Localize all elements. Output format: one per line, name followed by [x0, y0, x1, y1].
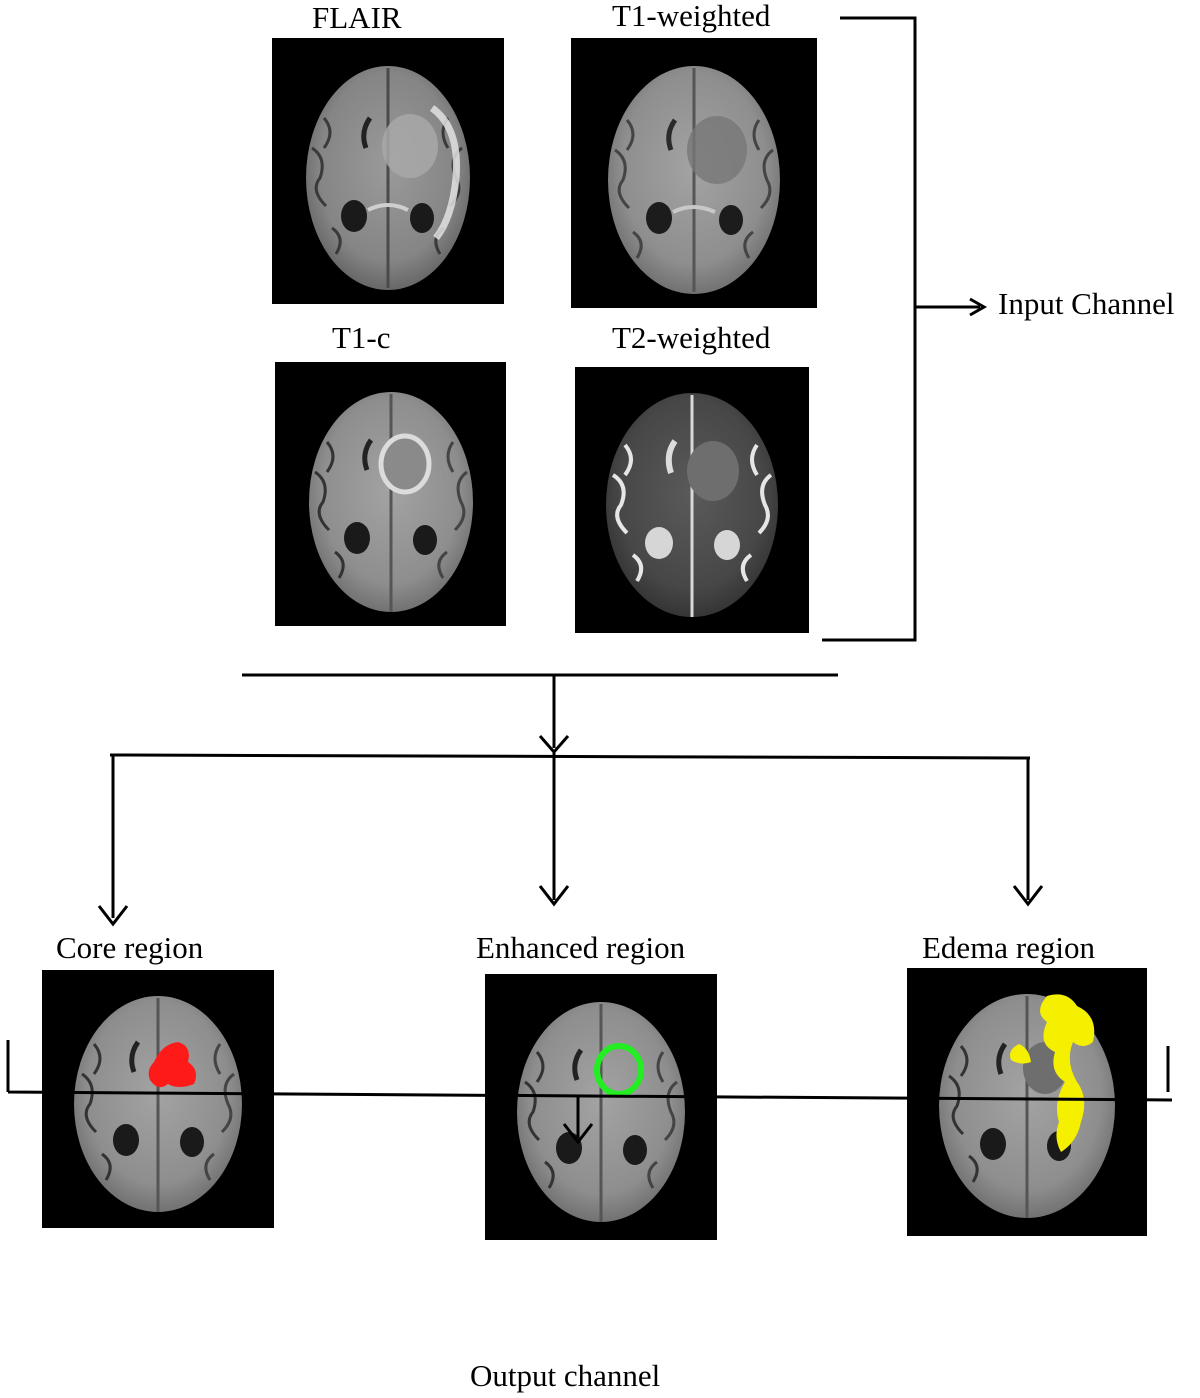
core-overlay — [148, 1042, 196, 1088]
flair-image — [272, 38, 504, 304]
brain-core-region-icon — [74, 996, 242, 1212]
label-input-channel: Input Channel — [998, 286, 1175, 321]
brain-t2-weighted-icon — [606, 393, 778, 617]
output-bracket — [6, 1040, 1173, 1102]
enhanced-overlay — [594, 1043, 644, 1097]
core-region-image — [42, 970, 274, 1228]
label-edema-region: Edema region — [922, 930, 1096, 965]
brain-edema-region-icon — [939, 994, 1115, 1218]
label-t1-weighted: T1-weighted — [612, 0, 771, 33]
brain-enhanced-region-icon — [517, 1002, 685, 1222]
input-bracket — [822, 16, 917, 642]
edema-overlay — [1010, 994, 1095, 1152]
edema-region-image — [907, 968, 1147, 1236]
label-t2-weighted: T2-weighted — [612, 320, 771, 355]
label-output-channel: Output channel — [470, 1358, 661, 1393]
label-t1-c: T1-c — [332, 320, 391, 355]
split-bar — [109, 753, 1031, 760]
brain-flair-icon — [306, 66, 470, 290]
label-enhanced-region: Enhanced region — [476, 930, 686, 965]
t2-weighted-image — [575, 367, 809, 633]
label-core-region: Core region — [56, 930, 204, 965]
brain-t1-weighted-icon — [608, 66, 780, 294]
t1-weighted-image — [571, 38, 817, 308]
enhanced-region-image — [485, 974, 717, 1240]
label-flair: FLAIR — [312, 0, 402, 35]
brain-t1-c-icon — [309, 392, 473, 612]
t1-c-image — [275, 362, 506, 626]
